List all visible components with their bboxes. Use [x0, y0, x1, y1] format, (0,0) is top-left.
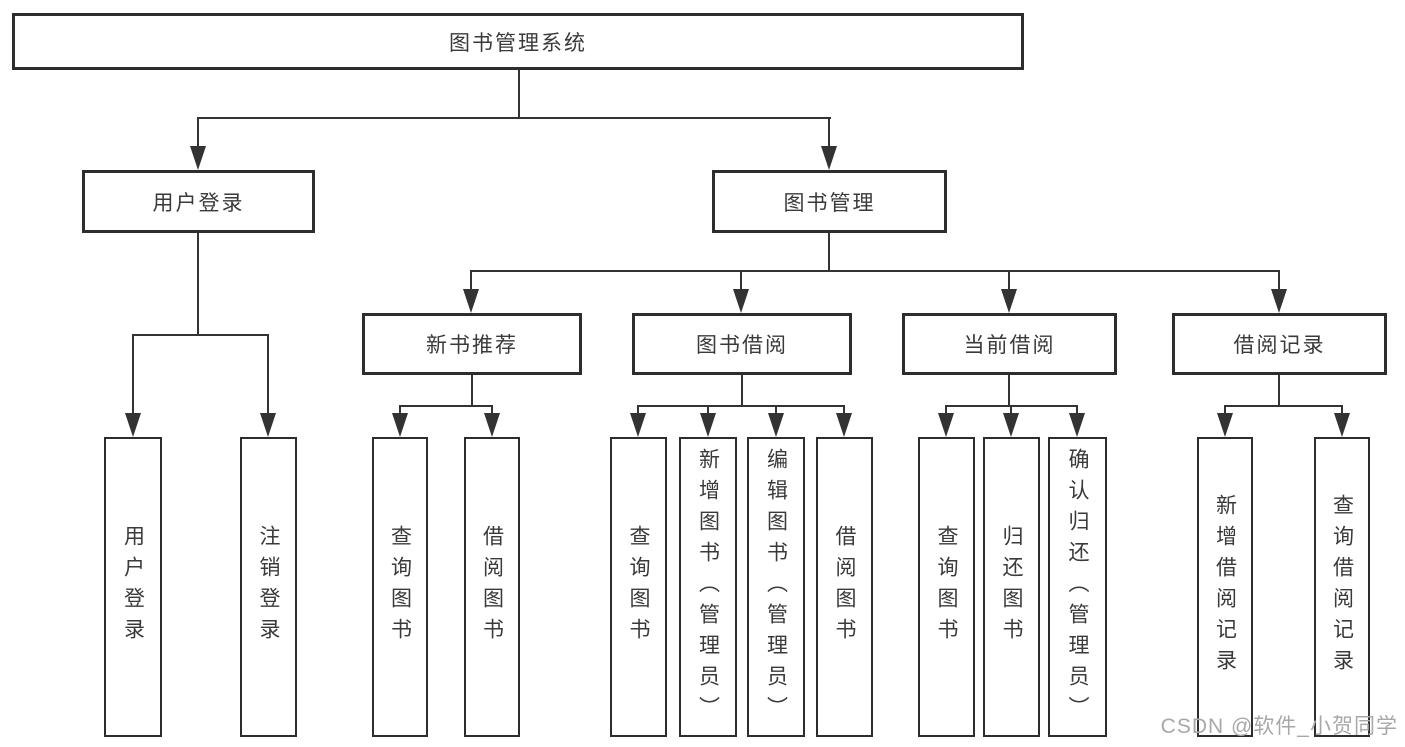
leaf-query-books-recommend: 查询图书	[372, 437, 428, 737]
connector-stem	[1278, 271, 1280, 291]
arrow-down-icon	[1069, 413, 1085, 437]
connector-stem	[197, 118, 199, 148]
arrow-down-icon	[938, 413, 954, 437]
arrow-down-icon	[463, 289, 479, 313]
connector-stem	[740, 271, 742, 291]
connector-stem	[1010, 406, 1012, 415]
connector-vertical	[1008, 375, 1010, 406]
arrow-down-icon	[630, 413, 646, 437]
connector-stem	[1224, 406, 1226, 415]
node-borrow-records: 借阅记录	[1172, 313, 1387, 375]
connector-vertical	[741, 375, 743, 406]
leaf-add-book-admin: 新增图书（管理员）	[679, 437, 737, 737]
connector-root-horizontal	[197, 117, 831, 119]
leaf-query-borrow-record: 查询借阅记录	[1314, 437, 1370, 737]
connector-horizontal	[637, 405, 845, 407]
arrow-down-icon	[125, 413, 141, 437]
arrow-down-icon	[1001, 289, 1017, 313]
node-current-borrow: 当前借阅	[902, 313, 1117, 375]
leaf-edit-book-admin: 编辑图书（管理员）	[747, 437, 805, 737]
connector-horizontal	[132, 334, 269, 336]
connector-stem	[637, 406, 639, 415]
arrow-down-icon	[733, 289, 749, 313]
connector-stem	[828, 118, 830, 148]
connector-vertical	[197, 233, 199, 335]
connector-vertical	[1278, 375, 1280, 406]
arrow-down-icon	[836, 413, 852, 437]
connector-stem	[399, 406, 401, 415]
connector-stem	[775, 406, 777, 415]
connector-stem	[843, 406, 845, 415]
node-book-management: 图书管理	[712, 170, 947, 233]
leaf-add-borrow-record: 新增借阅记录	[1197, 437, 1253, 737]
leaf-return-book: 归还图书	[983, 437, 1040, 737]
connector-horizontal	[399, 405, 493, 407]
arrow-down-icon	[484, 413, 500, 437]
arrow-down-icon	[1217, 413, 1233, 437]
leaf-borrow-books-recommend: 借阅图书	[464, 437, 520, 737]
node-user-login: 用户登录	[82, 170, 315, 233]
connector-stem	[1341, 406, 1343, 415]
connector-stem	[707, 406, 709, 415]
leaf-query-books-current: 查询图书	[918, 437, 975, 737]
arrow-down-icon	[392, 413, 408, 437]
leaf-query-books-borrow: 查询图书	[610, 437, 667, 737]
connector-root-vertical	[518, 70, 520, 118]
arrow-down-icon	[260, 413, 276, 437]
connector-stem	[491, 406, 493, 415]
arrow-down-icon	[1003, 413, 1019, 437]
leaf-user-login: 用户登录	[104, 437, 162, 737]
node-book-borrow: 图书借阅	[632, 313, 852, 375]
arrow-down-icon	[768, 413, 784, 437]
csdn-watermark: CSDN @软件_小贺同学	[1160, 715, 1398, 738]
leaf-borrow-book: 借阅图书	[816, 437, 873, 737]
node-root: 图书管理系统	[12, 13, 1024, 70]
connector-horizontal	[470, 270, 1280, 272]
arrow-down-icon	[821, 146, 837, 170]
arrow-down-icon	[190, 146, 206, 170]
connector-stem	[1008, 271, 1010, 291]
leaf-confirm-return-admin: 确认归还（管理员）	[1048, 437, 1107, 737]
leaf-logout: 注销登录	[240, 437, 297, 737]
connector-vertical	[471, 375, 473, 406]
connector-stem	[945, 406, 947, 415]
connector-vertical	[828, 233, 830, 271]
connector-stem	[267, 335, 269, 415]
arrow-down-icon	[700, 413, 716, 437]
connector-stem	[470, 271, 472, 291]
node-new-book-recommend: 新书推荐	[362, 313, 582, 375]
arrow-down-icon	[1271, 289, 1287, 313]
connector-horizontal	[1224, 405, 1343, 407]
connector-stem	[132, 335, 134, 415]
connector-stem	[1076, 406, 1078, 415]
arrow-down-icon	[1334, 413, 1350, 437]
